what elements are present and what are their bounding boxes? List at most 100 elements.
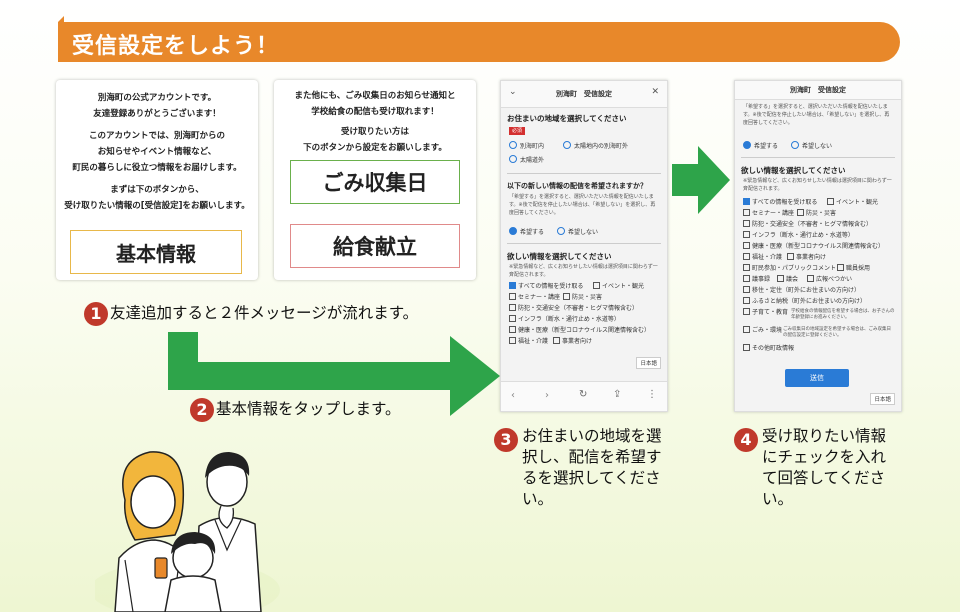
- language-selector[interactable]: 日本語: [870, 393, 895, 405]
- checkbox-item[interactable]: 子育て・教育: [743, 307, 788, 318]
- checkbox-item[interactable]: ごみ・環境: [743, 325, 782, 336]
- checkbox-item[interactable]: セミナー・講座: [509, 292, 560, 303]
- phone3-q3-note: ※緊急情報など、広くお知らせしたい情報は選択項目に関わらず一斉配信されます。: [509, 264, 658, 278]
- more-icon[interactable]: ⋮: [647, 389, 657, 400]
- checkbox-label: 議会: [786, 276, 799, 283]
- radio-yes[interactable]: 希望する: [743, 141, 778, 150]
- basic-info-button[interactable]: 基本情報: [70, 230, 242, 274]
- checkbox-label: 事業者向け: [562, 338, 593, 345]
- close-icon[interactable]: ✕: [651, 87, 659, 97]
- garbage-day-button[interactable]: ごみ収集日: [290, 160, 460, 204]
- checkbox-label: 防犯・交通安全（不審者・ヒグマ情報含む）: [518, 305, 639, 312]
- caption-line: て回答してくださ: [762, 469, 886, 487]
- checkbox-item[interactable]: その他町政情報: [743, 343, 794, 354]
- step3-caption: お住まいの地域を選 択し、配信を希望す るを選択してくださ い。: [522, 426, 662, 510]
- forward-icon[interactable]: ›: [545, 390, 549, 401]
- checkbox-item[interactable]: ふるさと納税（町外にお住まいの方向け）: [743, 296, 866, 307]
- checkbox-item[interactable]: 防犯・交通安全（不審者・ヒグマ情報含む）: [743, 219, 872, 230]
- card2-line: 学校給食の配信も受け取れます！: [311, 107, 439, 117]
- card1-line: 受け取りたい情報の[受信設定]をお願いします。: [64, 201, 250, 211]
- language-selector[interactable]: 日本語: [636, 357, 661, 369]
- radio-yes[interactable]: 希望する: [509, 227, 544, 236]
- phone-screen-step4: 別海町 受信設定 「希望する」を選択すると、選択いただいた情報を配信いたします。…: [734, 80, 902, 412]
- submit-button[interactable]: 送信: [785, 369, 849, 387]
- family-illustration: [95, 451, 280, 612]
- step-number-1: 1: [84, 302, 108, 326]
- card1-text: 別海町の公式アカウントです。 友達登録ありがとうございます！ このアカウントでは…: [56, 90, 258, 214]
- phone-screen-step3: 別海町 受信設定 ⌄ ✕ お住まいの地域を選択してください 必須 別海町内 太陽…: [500, 80, 668, 412]
- step-number-3: 3: [494, 428, 518, 452]
- checkbox-item[interactable]: すべての情報を受け取る: [509, 281, 583, 292]
- caption-line: い。: [522, 490, 554, 508]
- reload-icon[interactable]: ↻: [579, 389, 588, 400]
- radio-no[interactable]: 希望しない: [791, 141, 832, 150]
- checkbox-item[interactable]: 健康・医療（新型コロナウイルス関連情報含む）: [509, 325, 650, 336]
- checkbox-item[interactable]: 防災・災害: [797, 208, 836, 219]
- checkbox-item[interactable]: インフラ（断水・通行止め・水道等）: [509, 314, 620, 325]
- card2-line: 受け取りたい方は: [340, 127, 409, 137]
- card1-line: 町民の暮らしに役立つ情報をお届けします。: [72, 163, 242, 173]
- checkbox-item[interactable]: 事業者向け: [553, 336, 592, 347]
- checkbox-item[interactable]: 広報べつかい: [807, 274, 852, 285]
- card2-text: また他にも、ごみ収集日のお知らせ通知と 学校給食の配信も受け取れます！ 受け取り…: [274, 88, 476, 156]
- checkbox-label: イベント・観光: [602, 283, 645, 290]
- checkbox-item[interactable]: インフラ（断水・通行止め・水道等）: [743, 230, 854, 241]
- checkbox-label: 防犯・交通安全（不審者・ヒグマ情報含む）: [752, 221, 873, 228]
- radio-label: 希望する: [520, 229, 545, 236]
- step1-caption: 友達追加すると２件メッセージが流れます。: [110, 304, 419, 322]
- step-number-4: 4: [734, 428, 758, 452]
- radio-label: 別海町内: [520, 143, 545, 150]
- share-icon[interactable]: ⇪: [613, 389, 622, 400]
- checkbox-label: 福祉・介護: [518, 338, 549, 345]
- caption-line: るを選択してくださ: [522, 469, 661, 487]
- checkbox-item[interactable]: 議事録: [743, 274, 770, 285]
- divider: [741, 157, 895, 158]
- checkbox-item[interactable]: イベント・観光: [827, 197, 878, 208]
- radio-opt3[interactable]: 太陽道外: [509, 155, 544, 164]
- checkbox-label: 子育て・教育: [752, 309, 789, 316]
- checkbox-item[interactable]: 福祉・介護: [509, 336, 548, 347]
- checkbox-item[interactable]: 福祉・介護: [743, 252, 782, 263]
- checkbox-label: 防災・災害: [572, 294, 603, 301]
- radio-opt1[interactable]: 別海町内: [509, 141, 544, 150]
- checkbox-label: ふるさと納税（町外にお住まいの方向け）: [752, 298, 867, 305]
- back-icon[interactable]: ‹: [511, 390, 515, 401]
- radio-no[interactable]: 希望しない: [557, 227, 598, 236]
- radio-label: 希望する: [754, 143, 779, 150]
- checkbox-label: 健康・医療（新型コロナウイルス関連情報含む）: [518, 327, 651, 334]
- checkbox-label: 議事録: [752, 276, 771, 283]
- checkbox-item[interactable]: 町民参加・パブリックコメント: [743, 263, 836, 274]
- checkbox-label: ごみ・環境: [752, 327, 783, 334]
- card1-line: お知らせやイベント情報など、: [97, 147, 217, 157]
- checkbox-item[interactable]: 防災・災害: [563, 292, 602, 303]
- page-title: 受信設定をしよう！: [72, 34, 280, 59]
- checkbox-label: 広報べつかい: [816, 276, 853, 283]
- caption-line: い。: [762, 490, 794, 508]
- checkbox-item[interactable]: イベント・観光: [593, 281, 644, 292]
- checkbox-item[interactable]: すべての情報を受け取る: [743, 197, 817, 208]
- caption-line: にチェックを入れ: [762, 448, 887, 466]
- school-lunch-note: 学校給食の情報配信を希望する場合は、お子さんの年齢登録にお進みください。: [791, 309, 895, 320]
- checkbox-label: イベント・観光: [836, 199, 879, 206]
- checkbox-item[interactable]: セミナー・講座: [743, 208, 794, 219]
- phone3-q2: 以下の新しい情報の配信を希望されますか？: [507, 182, 647, 190]
- checkbox-item[interactable]: 議会: [777, 274, 798, 285]
- checkbox-label: セミナー・講座: [752, 210, 795, 217]
- radio-opt2[interactable]: 太陽地内の別海町外: [563, 141, 628, 150]
- checkbox-label: 職員採用: [846, 265, 871, 272]
- checkbox-item[interactable]: 防犯・交通安全（不審者・ヒグマ情報含む）: [509, 303, 638, 314]
- radio-label: 太陽地内の別海町外: [574, 143, 629, 150]
- caption-line: 択し、配信を希望す: [522, 448, 662, 466]
- checkbox-item[interactable]: 職員採用: [837, 263, 870, 274]
- phone3-q3: 欲しい情報を選択してください: [507, 252, 612, 261]
- arrow-step3-to-4: [672, 140, 730, 220]
- checkbox-item[interactable]: 健康・医療（新型コロナウイルス関連情報含む）: [743, 241, 884, 252]
- caption-line: 受け取りたい情報: [762, 427, 887, 445]
- checkbox-item[interactable]: 事業者向け: [787, 252, 826, 263]
- title-bar: 受信設定をしよう！: [58, 16, 900, 62]
- school-lunch-button[interactable]: 給食献立: [290, 224, 460, 268]
- checkbox-item[interactable]: 移住・定住（町外にお住まいの方向け）: [743, 285, 860, 296]
- checkbox-label: その他町政情報: [752, 345, 795, 352]
- card1-line: まずは下のボタンから、: [110, 185, 204, 195]
- chevron-down-icon[interactable]: ⌄: [509, 87, 517, 97]
